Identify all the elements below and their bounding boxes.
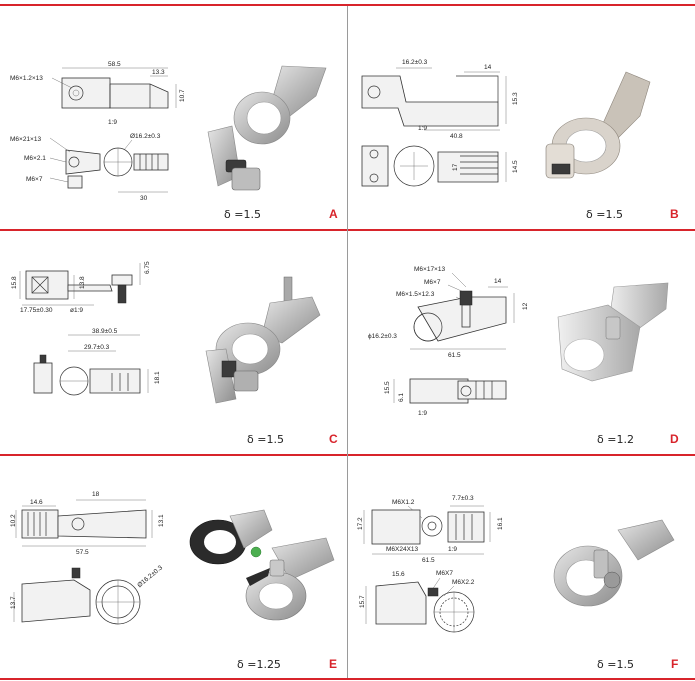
dim-d-0: M6×17×13 — [414, 266, 445, 273]
terminal-photo-d — [557, 282, 669, 382]
dim-d-9: 1:9 — [418, 410, 427, 417]
dim-c-3: 17.75±0.30 — [20, 307, 53, 314]
dim-d-5: ϕ16.2±0.3 — [368, 333, 397, 340]
terminal-photo-b — [545, 71, 651, 179]
dim-f-10: 15.7 — [359, 595, 366, 608]
dim-c-1: 15.8 — [11, 276, 18, 289]
top-rule — [0, 4, 695, 6]
thickness-d: δ =1.2 — [597, 433, 634, 446]
dim-a-7: M6×7 — [26, 176, 43, 183]
dim-c-5: 38.9±0.5 — [92, 328, 118, 335]
dim-a-5: M6×21×13 — [10, 136, 41, 143]
panel-letter-b: B — [670, 207, 679, 221]
panel-letter-e: E — [329, 657, 338, 671]
dim-d-7: 15.5 — [384, 381, 391, 394]
dim-d-2: M6×1.5×12.3 — [396, 291, 435, 298]
dim-c-2: 13.8 — [79, 276, 86, 289]
dim-b-6: 14.5 — [512, 160, 519, 173]
dim-c-7: 18.1 — [154, 371, 161, 384]
dim-a-1: 58.5 — [108, 61, 121, 68]
dim-e-2: 10.2 — [10, 514, 17, 527]
dim-f-9: M6X2.2 — [452, 579, 475, 586]
dim-d-4: 12 — [522, 302, 529, 310]
dim-a-9: 30 — [140, 195, 148, 202]
terminal-photo-c — [205, 276, 321, 404]
dim-d-8: 6.1 — [398, 393, 405, 402]
dim-b-5: 17 — [452, 163, 459, 171]
dim-d-1: M6×7 — [424, 279, 441, 286]
drawing-b: 16.2±0.3 14 15.3 1:9 40.8 17 14.5 — [361, 59, 651, 187]
dim-a-0: M6×1.2×13 — [10, 75, 43, 82]
dim-f-1: 7.7±0.3 — [452, 495, 474, 502]
thickness-c: δ =1.5 — [247, 433, 284, 446]
drawing-e: 14.6 18 10.2 13.1 57.5 Ø16.2±0.3 13.7 — [10, 491, 335, 625]
dim-e-5: Ø16.2±0.3 — [136, 564, 164, 589]
panel-letter-a: A — [329, 207, 338, 221]
panel-c: 6.75 15.8 13.8 17.75±0.30 ø1:9 38.9±0.5 … — [0, 231, 347, 456]
panel-f: M6X1.2 7.7±0.3 17.2 16.1 M6X24X13 1:9 61… — [348, 456, 695, 681]
thickness-b: δ =1.5 — [586, 208, 623, 221]
bottom-rule — [0, 678, 695, 680]
dim-c-6: 29.7±0.3 — [84, 344, 110, 351]
dim-f-6: 61.5 — [422, 557, 435, 564]
drawing-a: M6×1.2×13 58.5 13.3 10.7 1:9 M6×21×13 M6… — [10, 61, 327, 202]
panel-b: 16.2±0.3 14 15.3 1:9 40.8 17 14.5 δ =1.5… — [348, 6, 695, 231]
dim-e-1: 18 — [92, 491, 100, 498]
panel-a: M6×1.2×13 58.5 13.3 10.7 1:9 M6×21×13 M6… — [0, 6, 347, 231]
dim-b-1: 14 — [484, 64, 492, 71]
dim-f-0: M6X1.2 — [392, 499, 415, 506]
dim-b-3: 1:9 — [418, 125, 427, 132]
dim-a-6: M6×2.1 — [24, 155, 46, 162]
dim-a-2: 13.3 — [152, 69, 165, 76]
dim-f-4: M6X24X13 — [386, 546, 419, 553]
dim-b-4: 40.8 — [450, 133, 463, 140]
thickness-f: δ =1.5 — [597, 658, 634, 671]
dim-f-3: 16.1 — [497, 517, 504, 530]
dim-f-5: 1:9 — [448, 546, 457, 553]
column-divider — [347, 6, 348, 678]
thickness-a: δ =1.5 — [224, 208, 261, 221]
panel-letter-f: F — [671, 657, 679, 671]
terminal-photo-f — [553, 519, 675, 607]
panel-d: M6×17×13 M6×7 M6×1.5×12.3 14 12 ϕ16.2±0.… — [348, 231, 695, 456]
dim-e-4: 57.5 — [76, 549, 89, 556]
drawing-d: M6×17×13 M6×7 M6×1.5×12.3 14 12 ϕ16.2±0.… — [368, 266, 669, 417]
panel-e: 14.6 18 10.2 13.1 57.5 Ø16.2±0.3 13.7 — [0, 456, 347, 681]
drawing-f: M6X1.2 7.7±0.3 17.2 16.1 M6X24X13 1:9 61… — [357, 495, 675, 633]
panel-letter-c: C — [329, 432, 338, 446]
panel-letter-d: D — [670, 432, 679, 446]
dim-b-0: 16.2±0.3 — [402, 59, 428, 66]
dim-f-2: 17.2 — [357, 517, 364, 530]
dim-e-0: 14.6 — [30, 499, 43, 506]
terminal-photo-a — [207, 65, 327, 191]
dim-a-3: 10.7 — [179, 89, 186, 102]
dim-c-4: ø1:9 — [70, 307, 83, 314]
drawing-c: 6.75 15.8 13.8 17.75±0.30 ø1:9 38.9±0.5 … — [11, 261, 321, 404]
dim-e-3: 13.1 — [158, 514, 165, 527]
thickness-e: δ =1.25 — [237, 658, 281, 671]
dim-b-2: 15.3 — [512, 92, 519, 105]
terminal-photo-e — [189, 509, 335, 621]
dim-d-6: 61.5 — [448, 352, 461, 359]
dim-c-0: 6.75 — [144, 261, 151, 274]
dim-d-3: 14 — [494, 278, 502, 285]
dim-a-8: Ø16.2±0.3 — [130, 133, 161, 140]
dim-f-7: 15.6 — [392, 571, 405, 578]
dim-e-6: 13.7 — [10, 596, 17, 609]
dim-f-8: M6X7 — [436, 570, 453, 577]
dim-a-4: 1:9 — [108, 119, 117, 126]
